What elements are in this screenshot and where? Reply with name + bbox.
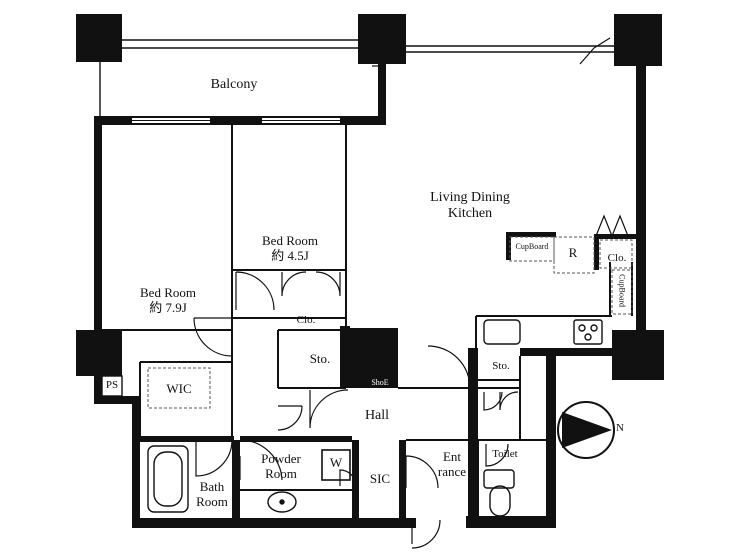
entrance-line2: rance (437, 463, 467, 479)
washer-label: W (329, 455, 343, 470)
hall-label: Hall (364, 408, 390, 423)
dashed-cabinets (147, 236, 633, 409)
bed-room-small-size: 約 4.5J (271, 247, 309, 263)
ldk-label-line1: Living Dining (430, 190, 510, 205)
entrance-line1: Ent (442, 449, 462, 464)
powder-room-line2: Room (265, 465, 297, 481)
refrigerator-label: R (568, 245, 578, 260)
wic-label: WIC (166, 381, 192, 396)
toilet-fixture (483, 469, 515, 517)
bed-room-small-name: Bed Room (262, 233, 318, 248)
toilet-label: Toilet (492, 448, 518, 460)
structural-columns (76, 14, 664, 388)
closet-bed-label: Clo. (296, 314, 316, 326)
bed-room-small-label: Bed Room 約 4.5J (252, 233, 328, 264)
bath-room-line2: Room (196, 493, 228, 509)
doors (193, 214, 629, 549)
bath-room-line1: Bath (199, 479, 225, 494)
sic-label: SIC (369, 471, 391, 486)
ps-label: PS (105, 379, 119, 391)
ldk-label-line2: Kitchen (447, 206, 493, 222)
powder-room-label: Powder Room (250, 451, 312, 482)
bed-room-large-size: 約 7.9J (149, 299, 187, 315)
powder-sink (267, 491, 297, 513)
bed-room-large-name: Bed Room (140, 285, 196, 300)
cupboard-a-label: CupBoard (515, 242, 549, 251)
closet-kitchen-label: Clo. (607, 252, 627, 264)
compass-north-label: N (616, 422, 624, 434)
balcony-label: Balcony (210, 77, 258, 92)
kitchen-counter (483, 319, 603, 345)
entrance-label: Ent rance (432, 449, 472, 480)
balcony-area (99, 39, 615, 118)
bath-room-label: Bath Room (190, 479, 234, 510)
washer-box (321, 449, 351, 481)
bath-tub (147, 445, 189, 513)
windows (132, 118, 340, 123)
ldk-label: Living Dining Kitchen (414, 190, 526, 222)
thick-walls (94, 62, 646, 528)
balcony-door (372, 37, 611, 101)
shoe-label: ShoE (366, 378, 394, 388)
compass-icon (557, 401, 615, 459)
cupboard-b-label: CupBoard (617, 274, 627, 308)
bed-room-large-label: Bed Room 約 7.9J (130, 285, 206, 316)
storage-entrance-label: Sto. (492, 360, 510, 372)
powder-room-line1: Powder (261, 451, 301, 466)
storage-hall-label: Sto. (309, 351, 331, 366)
ps-shaft (101, 375, 123, 397)
